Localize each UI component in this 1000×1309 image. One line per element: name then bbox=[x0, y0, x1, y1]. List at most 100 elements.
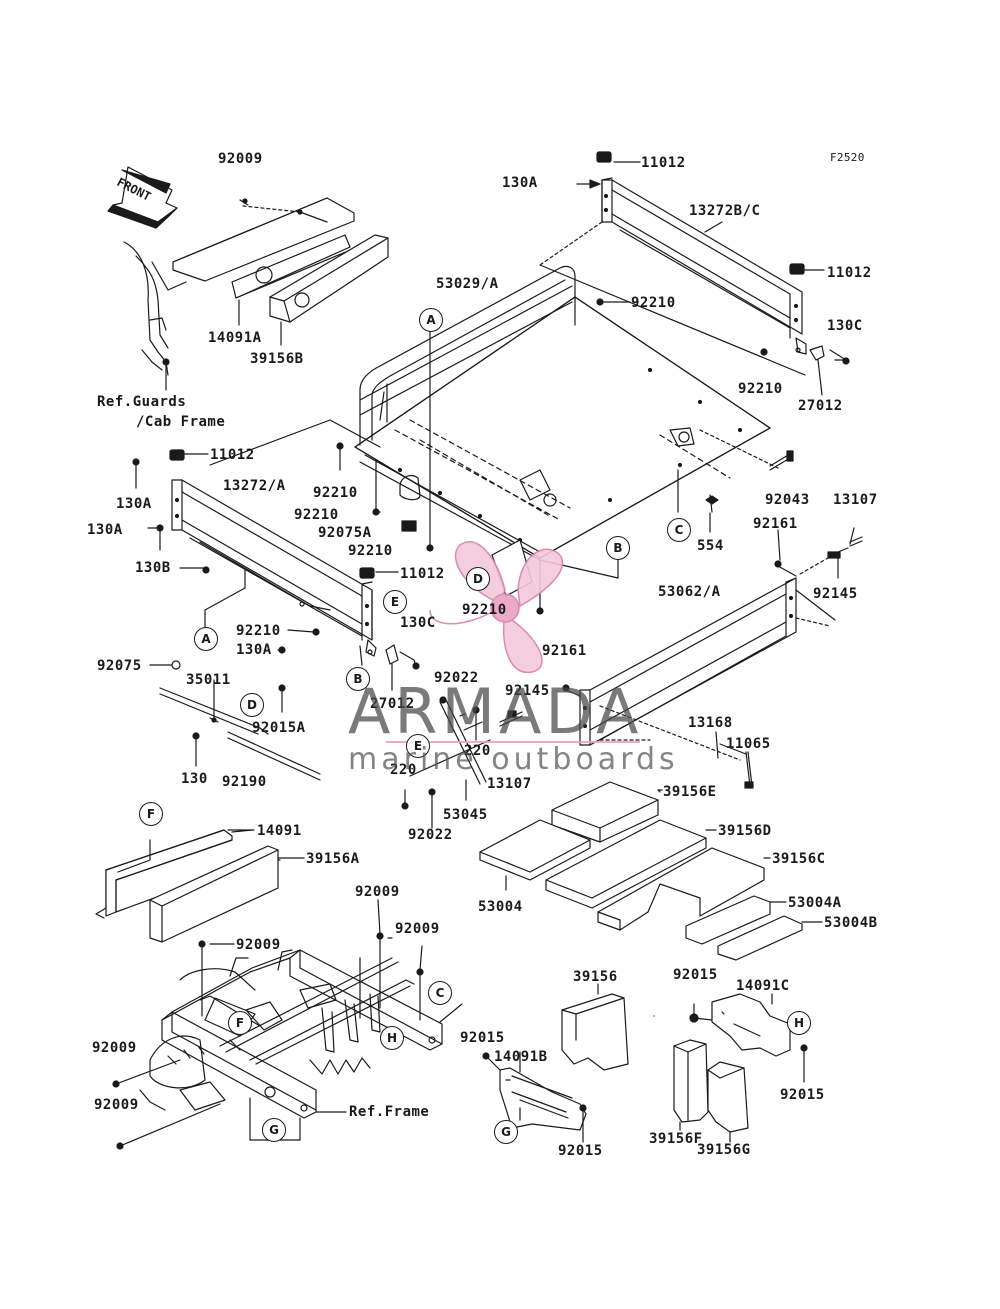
callout-C-bed: C bbox=[667, 518, 691, 542]
callout-E-linkage: E bbox=[406, 734, 430, 758]
callout-D-lever: D bbox=[240, 693, 264, 717]
label-92145-r: 92145 bbox=[813, 586, 858, 602]
label-130A-l3: 130A bbox=[236, 642, 272, 658]
label-53062A: 53062/A bbox=[658, 584, 721, 600]
part-39156B-shape bbox=[269, 234, 389, 346]
callout-F-frame: F bbox=[228, 1011, 252, 1035]
label-92009-f3: 92009 bbox=[236, 937, 281, 953]
label-92190: 92190 bbox=[222, 774, 267, 790]
label-14091A: 14091A bbox=[208, 330, 262, 346]
label-92043: 92043 bbox=[765, 492, 810, 508]
part-13168-11065-shape bbox=[599, 705, 754, 789]
label-13272A: 13272/A bbox=[223, 478, 286, 494]
watermark-subtitle: marine outboards bbox=[348, 742, 679, 777]
leader-lines bbox=[147, 161, 847, 1017]
part-13272A-shape bbox=[132, 449, 377, 666]
callout-B-left: B bbox=[346, 667, 370, 691]
label-130A-l1: 130A bbox=[116, 496, 152, 512]
label-35011: 35011 bbox=[186, 672, 231, 688]
label-14091B: 14091B bbox=[494, 1049, 548, 1065]
label-53004: 53004 bbox=[478, 899, 523, 915]
guards-cab-frame-stub bbox=[123, 241, 187, 391]
callout-A-top: A bbox=[419, 308, 443, 332]
label-92161-m: 92161 bbox=[542, 643, 587, 659]
callout-H-bracket: H bbox=[787, 1011, 811, 1035]
label-92022-a: 92022 bbox=[434, 670, 479, 686]
label-92015A: 92015A bbox=[252, 720, 306, 736]
label-130C-mid: 130C bbox=[400, 615, 436, 631]
label-39156: 39156 bbox=[573, 969, 618, 985]
label-27012-mid: 27012 bbox=[370, 696, 415, 712]
label-53004A: 53004A bbox=[788, 895, 842, 911]
label-ref-frame: Ref.Frame bbox=[349, 1104, 430, 1120]
label-554: 554 bbox=[697, 538, 724, 554]
part-14091C-39156FG-shape bbox=[673, 993, 808, 1143]
label-ref-cab-frame: /Cab Frame bbox=[136, 414, 226, 430]
label-92009-top: 92009 bbox=[218, 151, 263, 167]
callout-G-frame: G bbox=[262, 1118, 286, 1142]
label-92022-b: 92022 bbox=[408, 827, 453, 843]
part-mats-shape bbox=[479, 781, 803, 961]
front-arrow-icon bbox=[107, 166, 178, 229]
callout-E-gate: E bbox=[383, 590, 407, 614]
label-13107-r: 13107 bbox=[833, 492, 878, 508]
label-92015-a: 92015 bbox=[460, 1030, 505, 1046]
part-14091-39156A-shape bbox=[95, 829, 281, 943]
label-130: 130 bbox=[181, 771, 208, 787]
label-92015-d: 92015 bbox=[780, 1087, 825, 1103]
label-92075: 92075 bbox=[97, 658, 142, 674]
callout-A-left: A bbox=[194, 627, 218, 651]
label-11012-mid: 11012 bbox=[400, 566, 445, 582]
label-53029A: 53029/A bbox=[436, 276, 499, 292]
part-53029A-cargo-bed-shape bbox=[354, 265, 794, 611]
label-39156G: 39156G bbox=[697, 1142, 751, 1158]
label-92145-m: 92145 bbox=[505, 683, 550, 699]
watermark-title: ARMADA bbox=[348, 675, 643, 748]
label-92210-b: 92210 bbox=[738, 381, 783, 397]
label-92009-f2: 92009 bbox=[395, 921, 440, 937]
label-130A-l2: 130A bbox=[87, 522, 123, 538]
label-13168: 13168 bbox=[688, 715, 733, 731]
label-39156F: 39156F bbox=[649, 1131, 703, 1147]
callout-D-bed: D bbox=[466, 567, 490, 591]
label-220-a: 220 bbox=[464, 743, 491, 759]
label-130C-right: 130C bbox=[827, 318, 863, 334]
label-92210-f: 92210 bbox=[462, 602, 507, 618]
label-92210-c: 92210 bbox=[313, 485, 358, 501]
label-92009-f5: 92009 bbox=[94, 1097, 139, 1113]
part-92075A-shape bbox=[336, 298, 604, 615]
label-92161-r: 92161 bbox=[753, 516, 798, 532]
label-11012-top: 11012 bbox=[641, 155, 686, 171]
part-27012-mid-shape bbox=[385, 644, 420, 691]
part-14091B-39156-shape bbox=[482, 983, 629, 1143]
label-220-b: 220 bbox=[390, 762, 417, 778]
callout-F-panel: F bbox=[139, 802, 163, 826]
callout-H-frame: H bbox=[380, 1026, 404, 1050]
label-92210-a: 92210 bbox=[631, 295, 676, 311]
label-92009-f1: 92009 bbox=[355, 884, 400, 900]
label-11065: 11065 bbox=[726, 736, 771, 752]
part-14091A-shape bbox=[172, 197, 355, 326]
label-92210-g: 92210 bbox=[236, 623, 281, 639]
label-13107-m: 13107 bbox=[487, 776, 532, 792]
label-14091: 14091 bbox=[257, 823, 302, 839]
label-39156B: 39156B bbox=[250, 351, 304, 367]
label-11012-right: 11012 bbox=[827, 265, 872, 281]
label-ref-guards: Ref.Guards bbox=[97, 394, 187, 410]
label-39156E: 39156E bbox=[663, 784, 717, 800]
label-13272BC: 13272B/C bbox=[689, 203, 761, 219]
label-39156D: 39156D bbox=[718, 823, 772, 839]
label-92210-e: 92210 bbox=[348, 543, 393, 559]
part-35011-lever-shape bbox=[159, 660, 321, 781]
label-92210-d: 92210 bbox=[294, 507, 339, 523]
label-39156C: 39156C bbox=[772, 851, 826, 867]
label-92009-f4: 92009 bbox=[92, 1040, 137, 1056]
label-53045: 53045 bbox=[443, 807, 488, 823]
label-130A-top: 130A bbox=[502, 175, 538, 191]
label-14091C: 14091C bbox=[736, 978, 790, 994]
figure-code: F2520 bbox=[830, 151, 865, 164]
label-39156A: 39156A bbox=[306, 851, 360, 867]
callout-C-frame: C bbox=[428, 981, 452, 1005]
